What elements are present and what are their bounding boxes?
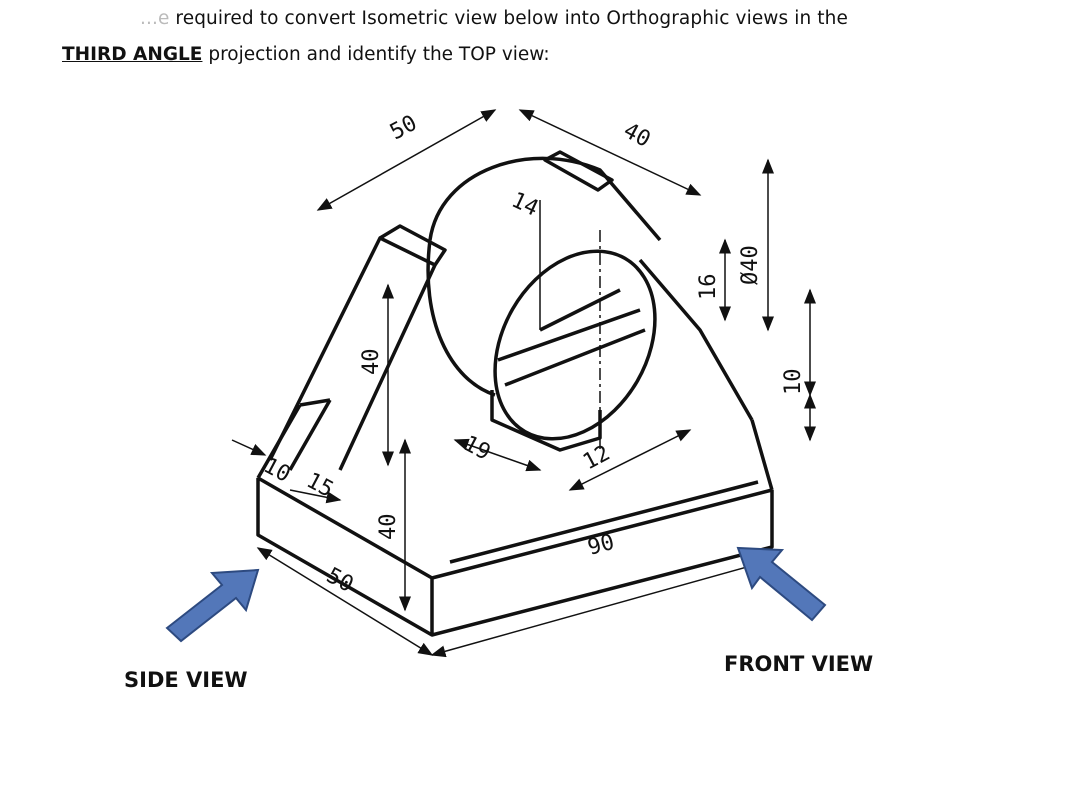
side-view-arrow-icon <box>165 568 260 643</box>
boss <box>490 390 602 452</box>
cylinder-left <box>426 239 496 397</box>
dim-base-depth: 50 <box>322 563 357 598</box>
dim-length: 90 <box>585 530 617 561</box>
dim-depth: 40 <box>619 118 654 153</box>
dim-total-height: 40 <box>376 514 401 541</box>
dimension-lines <box>231 109 816 658</box>
front-view-arrow-icon <box>736 546 827 622</box>
dim-top-width: 50 <box>386 111 421 146</box>
base-block <box>256 404 774 637</box>
dim-base-height: 10 <box>781 369 806 396</box>
dim-slot: 14 <box>507 188 542 222</box>
part-outline <box>256 150 774 637</box>
side-view-label: SIDE VIEW <box>124 668 248 692</box>
question-text-1: required to convert Isometric view below… <box>175 8 848 29</box>
question-line-2: THIRD ANGLE projection and identify the … <box>62 44 550 65</box>
dim-offset: 16 <box>696 274 721 301</box>
rib <box>268 224 447 471</box>
cylinder-front-face <box>493 249 657 441</box>
dim-rib-height: 40 <box>359 349 384 376</box>
dim-boss-width: 19 <box>459 431 494 466</box>
question-line-1: ...e required to convert Isometric view … <box>140 8 848 29</box>
third-angle-emphasis: THIRD ANGLE <box>62 44 203 65</box>
question-text-2: projection and identify the TOP view: <box>202 44 550 65</box>
slot <box>497 288 646 387</box>
truncated-prefix: ...e <box>140 8 170 29</box>
dim-diameter: Ø40 <box>738 245 763 285</box>
front-view-label: FRONT VIEW <box>724 652 874 676</box>
dim-rib-base: 15 <box>302 468 337 503</box>
cylinder-back <box>428 156 662 242</box>
upright-right-edge <box>638 258 754 421</box>
base-back-edge <box>299 398 331 407</box>
